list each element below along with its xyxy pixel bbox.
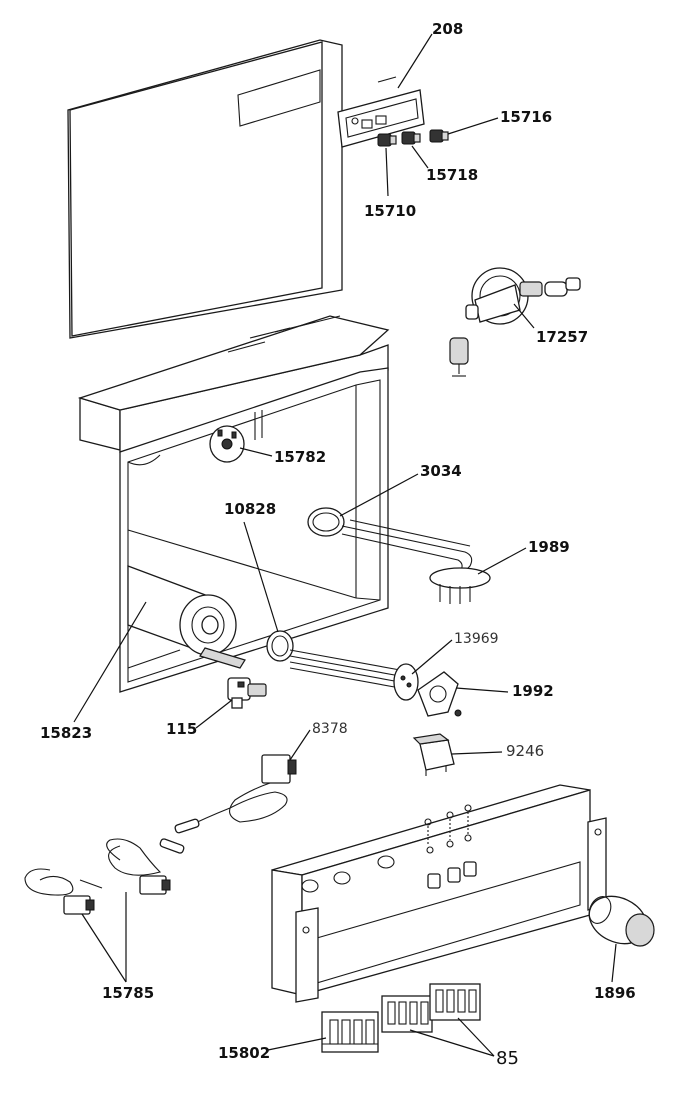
contactor-85a bbox=[381, 995, 433, 1033]
label-15710: 15710 bbox=[364, 202, 417, 220]
thermostat-15785 bbox=[24, 838, 185, 915]
gasket-3034 bbox=[307, 507, 345, 537]
label-15718: 15718 bbox=[426, 166, 479, 184]
label-15785: 15785 bbox=[102, 984, 155, 1002]
label-1896: 1896 bbox=[594, 984, 636, 1002]
label-10828: 10828 bbox=[224, 500, 277, 518]
label-9246: 9246 bbox=[506, 742, 545, 760]
knob-15710 bbox=[377, 133, 397, 147]
label-13969: 13969 bbox=[454, 631, 499, 647]
pressure-switch bbox=[209, 425, 245, 463]
thermostat-8378 bbox=[174, 754, 297, 834]
leader-lines bbox=[73, 33, 617, 1057]
label-15823: 15823 bbox=[40, 724, 93, 742]
label-115: 115 bbox=[166, 720, 198, 738]
label-17257: 17257 bbox=[536, 328, 589, 346]
boiler-cylinder bbox=[127, 565, 246, 669]
heating-element-1989 bbox=[341, 519, 491, 604]
label-15782: 15782 bbox=[274, 448, 327, 466]
gasket-10828 bbox=[266, 630, 294, 662]
control-box bbox=[271, 784, 607, 1003]
contactor-15802 bbox=[321, 1011, 379, 1053]
label-8378: 8378 bbox=[312, 721, 348, 737]
control-plate bbox=[337, 76, 425, 148]
label-1992: 1992 bbox=[512, 682, 554, 700]
heating-element-13969 bbox=[289, 649, 419, 701]
label-1989: 1989 bbox=[528, 538, 570, 556]
label-15716: 15716 bbox=[500, 108, 553, 126]
label-15802: 15802 bbox=[218, 1044, 271, 1062]
door-panel bbox=[67, 39, 343, 339]
label-85: 85 bbox=[496, 1048, 519, 1069]
knob-15716 bbox=[429, 129, 449, 143]
pump-motor-1896 bbox=[588, 895, 655, 947]
relay-9246 bbox=[412, 733, 455, 776]
solenoid-valve bbox=[227, 677, 267, 709]
label-208: 208 bbox=[432, 20, 464, 38]
contactor-85b bbox=[429, 983, 481, 1021]
thermostat-housing bbox=[449, 267, 581, 377]
label-3034: 3034 bbox=[420, 462, 462, 480]
flange-gasket-1992 bbox=[417, 671, 462, 717]
knob-15718 bbox=[401, 131, 421, 145]
